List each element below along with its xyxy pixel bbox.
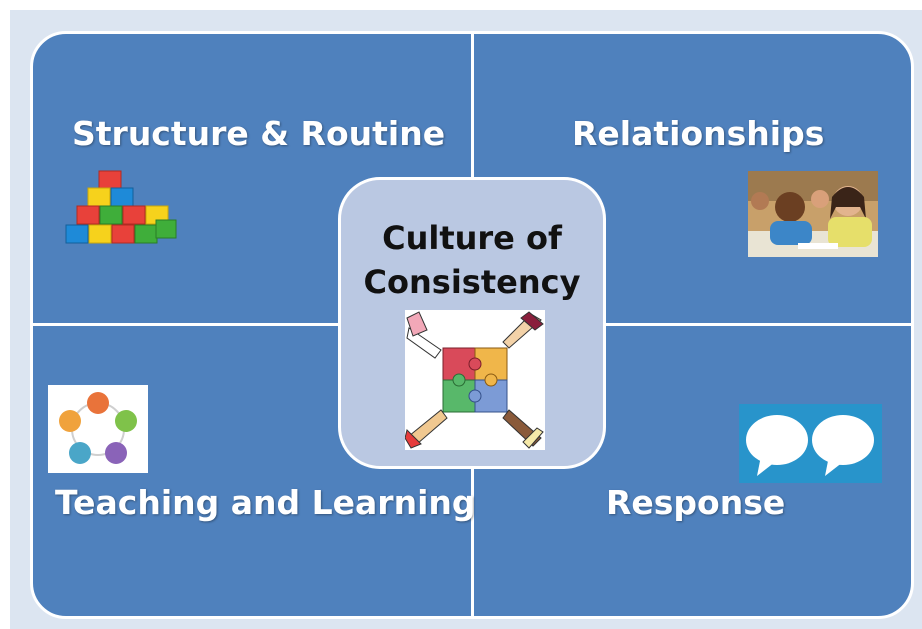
center-title: Culture of Consistency (341, 216, 603, 304)
learning-cycle-diagram-icon (48, 385, 148, 473)
center-title-line2: Consistency (363, 263, 581, 301)
speech-bubbles-icon (739, 404, 882, 483)
teacher-student-photo (748, 171, 878, 257)
quadrant-label-response: Response (606, 483, 786, 522)
quadrant-label-structure-routine: Structure & Routine (72, 114, 446, 153)
building-blocks-icon (65, 170, 177, 244)
puzzle-hands-icon (405, 310, 545, 450)
quadrant-label-relationships: Relationships (572, 114, 825, 153)
center-title-line1: Culture of (382, 219, 562, 257)
quadrant-label-teaching-learning: Teaching and Learning (55, 483, 476, 522)
